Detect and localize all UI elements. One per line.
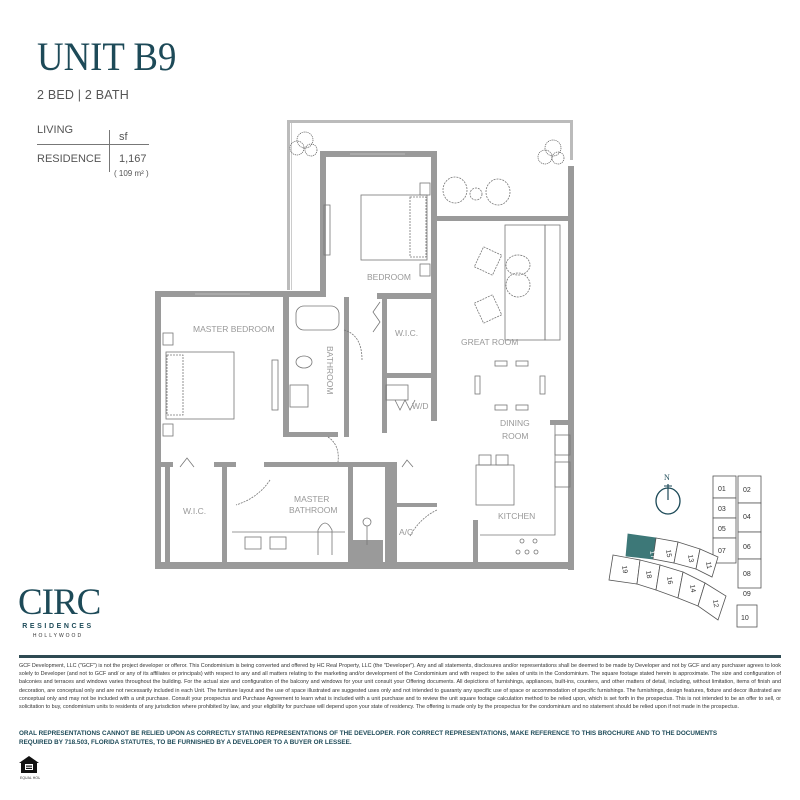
label-dining-2: ROOM	[502, 431, 528, 441]
table-column-divider	[109, 130, 110, 172]
svg-text:19: 19	[620, 565, 628, 574]
equal-housing-icon: EQUAL HOUSING	[19, 756, 40, 780]
logo-location: HOLLYWOOD	[32, 633, 84, 639]
label-master-bath-2: BATHROOM	[289, 505, 337, 515]
svg-text:16: 16	[665, 576, 673, 585]
oral-representations-notice: ORAL REPRESENTATIONS CANNOT BE RELIED UP…	[19, 730, 718, 746]
footer-divider	[19, 655, 781, 658]
svg-text:15: 15	[664, 549, 672, 558]
area-header-unit: sf	[119, 131, 128, 143]
logo-brand: CIRC	[18, 582, 101, 623]
svg-text:14: 14	[688, 584, 696, 593]
label-wic-master: W.I.C.	[183, 506, 206, 516]
residence-label: RESIDENCE	[37, 153, 102, 165]
svg-text:05: 05	[718, 526, 726, 533]
legal-disclaimer: GCF Development, LLC ("GCF") is not the …	[19, 663, 781, 711]
label-great-room: GREAT ROOM	[461, 337, 518, 347]
svg-text:18: 18	[644, 570, 652, 579]
equal-housing-label: EQUAL HOUSING	[20, 776, 40, 780]
svg-text:07: 07	[718, 548, 726, 555]
residence-sqm: ( 109 m² )	[114, 169, 149, 178]
highlighted-unit: 17	[648, 550, 656, 559]
north-arrow-icon: N	[655, 473, 681, 515]
label-dining-1: DINING	[500, 418, 530, 428]
logo-residences: RESIDENCES	[22, 623, 94, 630]
svg-text:10: 10	[741, 615, 749, 622]
table-divider	[37, 144, 149, 145]
label-wd: W/D	[412, 401, 429, 411]
svg-text:13: 13	[686, 554, 694, 563]
svg-text:02: 02	[743, 487, 751, 494]
north-label: N	[664, 473, 670, 482]
svg-text:11: 11	[704, 561, 712, 569]
svg-text:03: 03	[718, 506, 726, 513]
brand-logo: CIRC RESIDENCES HOLLYWOOD	[18, 582, 101, 639]
residence-sqft: 1,167	[119, 153, 147, 165]
label-master-bedroom: MASTER BEDROOM	[193, 324, 275, 334]
svg-text:09: 09	[743, 591, 751, 598]
label-wic-bedroom: W.I.C.	[395, 328, 418, 338]
label-bedroom: BEDROOM	[367, 272, 411, 282]
svg-text:04: 04	[743, 514, 751, 521]
svg-text:06: 06	[743, 544, 751, 551]
svg-text:12: 12	[711, 599, 719, 608]
svg-text:08: 08	[743, 571, 751, 578]
area-table: LIVING sf RESIDENCE 1,167 ( 109 m² )	[37, 122, 149, 180]
svg-text:01: 01	[718, 486, 726, 493]
key-plan: N 01 02 03 04 05 06 07 08 09 10 17 15 13 11 1…	[608, 473, 762, 628]
label-ac: A/C	[399, 527, 413, 537]
floor-plan: BEDROOM MASTER BEDROOM BATHROOM W.I.C. W…	[155, 120, 574, 570]
label-bathroom: BATHROOM	[325, 346, 335, 394]
area-header-label: LIVING	[37, 124, 74, 136]
label-master-bath-1: MASTER	[294, 494, 329, 504]
unit-title: UNIT B9	[37, 34, 177, 79]
label-kitchen: KITCHEN	[498, 511, 535, 521]
bed-bath-summary: 2 BED | 2 BATH	[37, 88, 129, 102]
